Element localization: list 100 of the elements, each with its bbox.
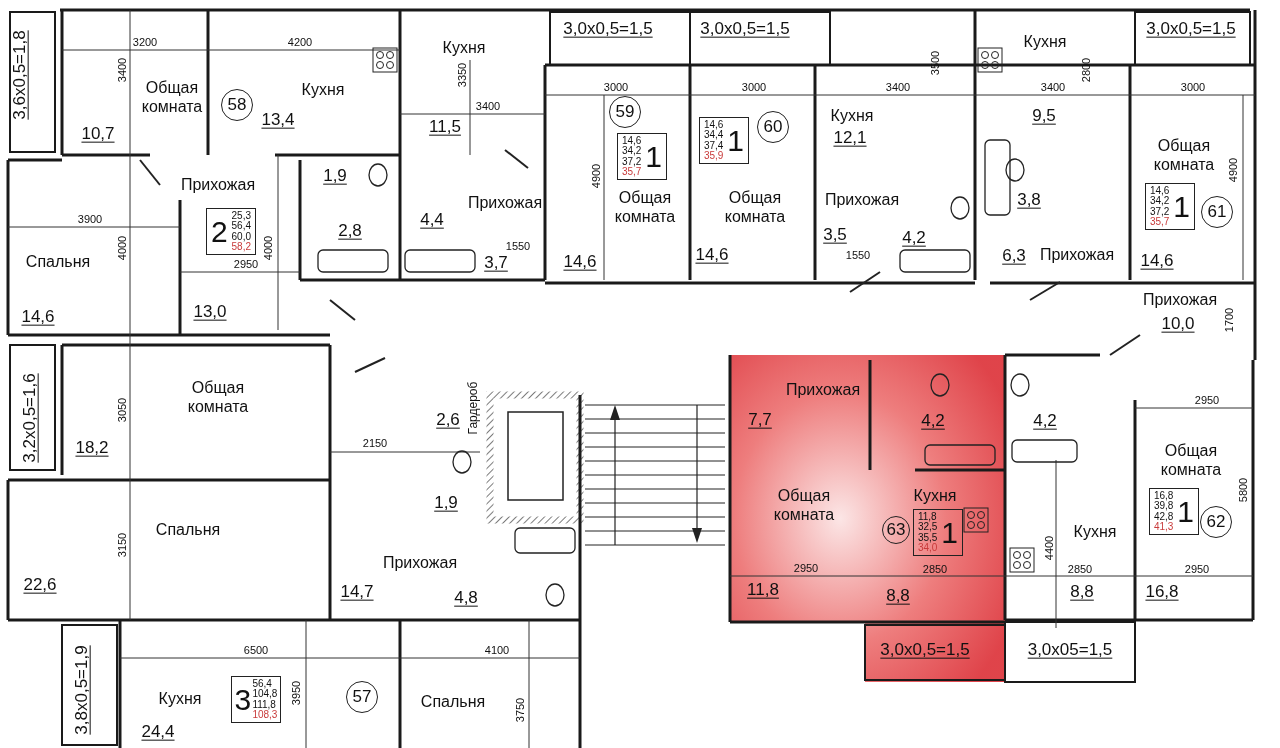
apartment-info-box [699,117,749,164]
dimension-value: 3050 [115,397,129,423]
area-value: 58,2 [231,242,252,253]
room-name: Общая комната [187,377,249,417]
room-area: 3,8 [1017,190,1041,210]
dimension-value: 4000 [115,235,129,261]
dimension-value: 3350 [455,62,469,88]
balcony-size: 3,0x0,5=1,5 [1146,19,1236,39]
area-value: 41,3 [1153,522,1174,533]
area-value: 104,8 [252,689,278,700]
room-name: Общая комната [1160,440,1222,480]
room-name: Прихожая [382,554,458,572]
room-name: Прихожая [180,176,256,194]
area-value: 37,4 [703,140,724,151]
area-value: 34,0 [917,543,938,554]
room-area: 2,8 [338,221,362,241]
room-name: Спальня [155,521,221,539]
dimension-value: 4100 [484,643,510,657]
room-count: 1 [645,141,663,172]
room-name: Кухня [1023,33,1067,51]
area-value: 34,4 [703,130,724,141]
room-area: 12,1 [833,128,867,148]
room-area: 14,6 [563,252,597,272]
room-area: 22,6 [23,575,57,595]
dimension-value: 3750 [513,697,527,723]
apartment-info-box [206,208,256,255]
room-name: Прихожая [824,191,900,209]
room-name: Спальня [25,253,91,271]
area-value: 37,2 [621,156,642,167]
dimension-value: 3000 [741,80,767,94]
area-value: 35,5 [917,532,938,543]
room-area: 14,6 [1140,251,1174,271]
room-area: 11,8 [747,580,779,600]
dimension-value: 3400 [885,80,911,94]
room-name: Общая комната [773,485,835,525]
area-value: 14,6 [1149,185,1170,196]
room-count: 3 [234,684,252,715]
room-name: Общая комната [614,187,676,227]
dimension-value: 3400 [115,57,129,83]
dimension-value: 3900 [77,212,103,226]
balcony-size: 3,0x0,5=1,5 [880,640,970,660]
balcony-size: 3,8x0,5=1,9 [72,645,92,735]
dimension-value: 3400 [475,99,501,113]
dimension-value: 2950 [1194,393,1220,407]
dimension-value: 2950 [233,257,259,271]
room-area: 16,8 [1145,582,1179,602]
apartment-info-box [231,676,281,723]
room-area: 4,4 [420,210,444,230]
apartment-info-box [617,133,667,180]
area-value: 60,0 [231,231,252,242]
dimension-value: 3200 [132,35,158,49]
room-name: Кухня [442,39,486,57]
room-name: Общая комната [724,187,786,227]
dimension-value: 4900 [589,163,603,189]
balcony-size: 3,0x0,5=1,5 [563,19,653,39]
room-name: Прихожая [467,194,543,212]
room-count: 1 [1173,191,1191,222]
room-name: Кухня [830,107,874,125]
room-area: 7,7 [748,410,772,430]
room-area: 1,9 [323,166,347,186]
room-area: 11,5 [429,117,461,137]
room-count: 1 [941,517,959,548]
room-area: 4,2 [1033,411,1057,431]
room-area: 4,8 [454,588,478,608]
apartment-info-box [913,509,963,556]
balcony-size: 3,6x0,5=1,8 [10,30,30,120]
dimension-value: 4400 [1042,535,1056,561]
room-name: Прихожая [785,381,861,399]
room-count: 1 [1177,496,1195,527]
area-value: 14,6 [621,135,642,146]
area-value: 108,3 [252,710,278,721]
dimension-value: 3000 [603,80,629,94]
balcony-size: 3,0x05=1,5 [1027,640,1113,660]
area-value: 56,4 [252,678,273,689]
room-area: 14,6 [21,307,55,327]
area-value: 42,8 [1153,511,1174,522]
room-area: 8,8 [1070,582,1094,602]
dimension-value: 2850 [922,562,948,576]
area-value: 39,8 [1153,501,1174,512]
area-value: 11,8 [917,511,938,522]
dimension-value: 3400 [1040,80,1066,94]
area-value: 32,5 [917,522,938,533]
apartment-info-box [1149,488,1199,535]
apartment-info-box [1145,183,1195,230]
room-area: 13,4 [261,110,295,130]
dimension-value: 1700 [1222,307,1236,333]
room-name: Кухня [158,690,202,708]
room-area: 4,2 [902,228,926,248]
area-value: 16,8 [1153,490,1174,501]
room-area: 13,0 [193,302,227,322]
room-area: 8,8 [886,586,910,606]
area-value: 14,6 [703,119,724,130]
dimension-value: 4000 [261,235,275,261]
room-area: 1,9 [434,493,458,513]
area-value: 56,4 [231,221,252,232]
balcony-size: 3,2x0,5=1,6 [20,373,40,463]
room-area: 6,3 [1002,246,1026,266]
room-name: Кухня [913,487,957,505]
room-area: 4,2 [921,411,945,431]
dimension-value: 3950 [289,680,303,706]
